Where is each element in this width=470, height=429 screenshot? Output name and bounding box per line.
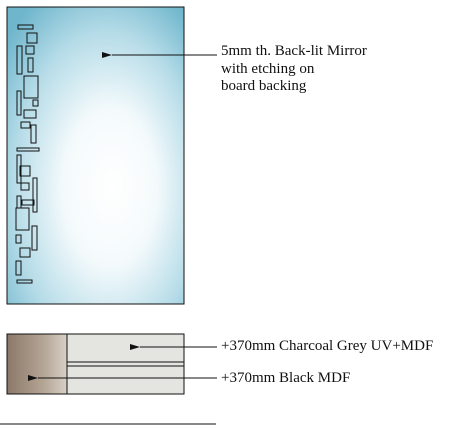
mirror-callout: 5mm th. Back-lit Mirror with etching on … [221,43,367,96]
charcoal-callout: +370mm Charcoal Grey UV+MDF [221,338,434,354]
mirror-panel [6,6,185,305]
mirror-callout-line-2: with etching on [221,60,315,77]
black-mdf-panel [7,334,67,394]
mirror-callout-line-1: 5mm th. Back-lit Mirror [221,43,367,59]
mirror-callout-line-3: board backing [221,78,307,94]
section-outline [6,333,185,395]
black-mdf-callout: +370mm Black MDF [221,370,351,386]
charcoal-panel [67,334,184,394]
etching-pattern [15,24,40,284]
